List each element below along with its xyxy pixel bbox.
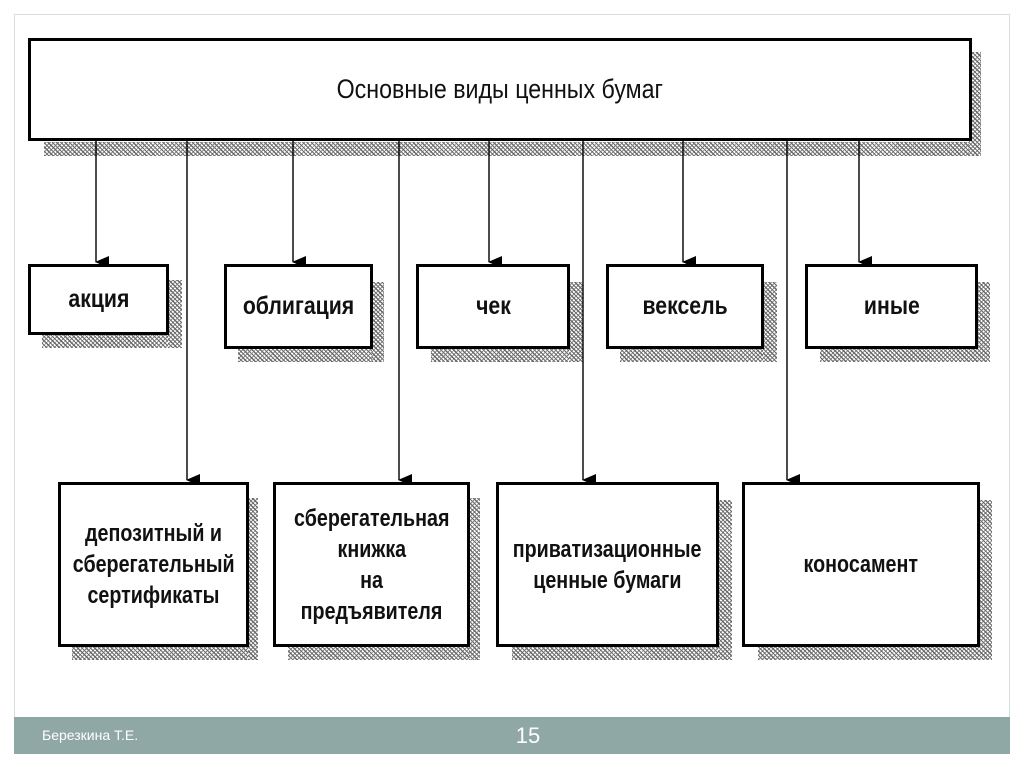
box-shadow-veksel-side <box>763 282 777 362</box>
box-shadow-depozitnyi <box>72 646 258 660</box>
box-shadow-inye <box>820 348 990 362</box>
box-shadow-privatizacionnye <box>512 646 732 660</box>
box-shadow-veksel <box>620 348 777 362</box>
box-chek-label: чек <box>475 292 511 320</box>
box-shadow-chek-side <box>569 282 583 362</box>
box-shadow-depozitnyi-side <box>248 498 258 660</box>
title-box: Основные виды ценных бумаг <box>28 38 972 141</box>
box-inye-label: иные <box>863 292 920 320</box>
box-shadow-konosament-side <box>979 500 992 660</box>
box-sberegatelnaya-knizhka: сберегательная книжка на предъявителя <box>273 482 470 647</box>
box-chek: чек <box>416 264 570 349</box>
box-shadow-akciya-side <box>168 280 182 348</box>
box-shadow-chek <box>431 348 583 362</box>
box-shadow-privatizacionnye-side <box>718 500 732 660</box>
box-knizhka-line-1: сберегательная <box>293 504 450 532</box>
box-privatizacionnye-line-1: приватизационные <box>513 535 702 563</box>
box-konosament: коносамент <box>742 482 980 647</box>
box-veksel-label: вексель <box>642 292 728 320</box>
box-shadow-obligaciya <box>238 348 384 362</box>
box-shadow-akciya <box>42 334 182 348</box>
box-depozitnyi-line-2: сберегательный <box>72 551 235 578</box>
box-inye: иные <box>805 264 978 349</box>
box-depozitnyi-line-1: депозитный и <box>85 520 222 547</box>
box-privatizacionnye: приватизационные ценные бумаги <box>496 482 719 647</box>
box-akciya: акция <box>28 264 169 335</box>
diagram-title: Основные виды ценных бумаг <box>336 74 664 104</box>
title-box-shadow-side <box>969 52 981 156</box>
box-shadow-knizhka <box>288 646 480 660</box>
box-konosament-line-1: коносамент <box>803 551 919 578</box>
box-obligaciya-label: облигация <box>242 292 355 320</box>
box-depozitnyi-sertifikaty: депозитный и сберегательный сертификаты <box>58 482 249 647</box>
box-shadow-knizhka-side <box>469 498 480 660</box>
box-shadow-obligaciya-side <box>372 282 384 362</box>
title-box-shadow <box>44 142 979 156</box>
box-veksel: вексель <box>606 264 764 349</box>
box-depozitnyi-line-3: сертификаты <box>87 582 220 609</box>
box-akciya-label: акция <box>68 285 129 313</box>
box-obligaciya: облигация <box>224 264 373 349</box>
box-shadow-inye-side <box>977 282 990 362</box>
box-privatizacionnye-line-2: ценные бумаги <box>533 566 682 594</box>
box-knizhka-line-2: книжка <box>337 535 406 563</box>
box-knizhka-line-3: на предъявителя <box>300 566 443 625</box>
footer-author: Березкина Т.Е. <box>42 727 139 743</box>
footer-bar: Березкина Т.Е. 15 <box>14 717 1010 754</box>
page-number: 15 <box>515 723 541 748</box>
box-shadow-konosament <box>758 646 992 660</box>
